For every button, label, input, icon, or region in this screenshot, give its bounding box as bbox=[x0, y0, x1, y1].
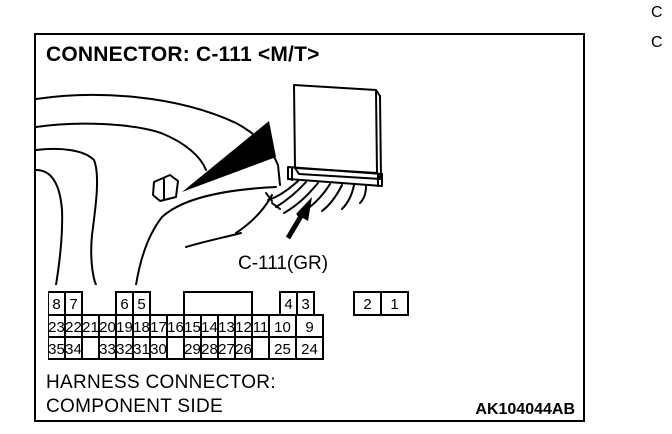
pin-number: 10 bbox=[274, 319, 291, 336]
pin-number: 9 bbox=[305, 319, 313, 336]
pin-number: 22 bbox=[65, 319, 82, 336]
pin-cell bbox=[81, 336, 100, 360]
pin-number: 2 bbox=[363, 296, 371, 313]
pin-number: 3 bbox=[301, 296, 309, 313]
caption-line-2: COMPONENT SIDE bbox=[46, 396, 223, 417]
pin-number: 31 bbox=[133, 341, 150, 358]
pin-number: 17 bbox=[150, 319, 167, 336]
pin-number: 12 bbox=[235, 319, 252, 336]
pin-number: 34 bbox=[65, 341, 82, 358]
pin-number: 1 bbox=[390, 296, 398, 313]
pin-cell bbox=[166, 336, 185, 360]
pin-number: 14 bbox=[201, 319, 218, 336]
caption-line-1: HARNESS CONNECTOR: bbox=[46, 372, 276, 393]
side-text-fragment: C bbox=[651, 34, 663, 51]
pin-number: 15 bbox=[184, 319, 201, 336]
pin-number: 33 bbox=[99, 341, 116, 358]
pin-number: 27 bbox=[218, 341, 235, 358]
pin-cell bbox=[251, 336, 270, 360]
pin-number: 20 bbox=[99, 319, 116, 336]
pin-number: 24 bbox=[301, 341, 318, 358]
pin-cell bbox=[295, 336, 324, 360]
pin-number: 32 bbox=[116, 341, 133, 358]
dashboard-illustration bbox=[36, 84, 383, 285]
side-text-fragment: C bbox=[651, 4, 663, 21]
diagram-frame: CONNECTOR: C-111 <M/T> bbox=[34, 33, 585, 422]
pin-number: 8 bbox=[52, 296, 60, 313]
pin-number: 5 bbox=[137, 296, 145, 313]
pin-number: 30 bbox=[150, 341, 167, 358]
pin-number: 19 bbox=[116, 319, 133, 336]
pin-number: 7 bbox=[69, 296, 77, 313]
pin-number: 25 bbox=[274, 341, 291, 358]
pin-number: 16 bbox=[167, 319, 184, 336]
diagram-title: CONNECTOR: C-111 <M/T> bbox=[46, 43, 320, 66]
pin-number: 29 bbox=[184, 341, 201, 358]
connector-callout-label: C-111(GR) bbox=[238, 253, 329, 274]
pin-number: 26 bbox=[235, 341, 252, 358]
pin-number: 11 bbox=[253, 319, 269, 336]
pin-cell bbox=[380, 291, 409, 316]
pin-number: 23 bbox=[48, 319, 65, 336]
pin-number: 6 bbox=[120, 296, 128, 313]
image-id-label: AK104044AB bbox=[475, 401, 575, 418]
pin-number: 28 bbox=[201, 341, 218, 358]
pin-number: 18 bbox=[133, 319, 150, 336]
pin-number: 13 bbox=[218, 319, 235, 336]
pin-number: 21 bbox=[82, 319, 99, 336]
pin-number: 4 bbox=[284, 296, 292, 313]
pin-number: 35 bbox=[48, 341, 65, 358]
